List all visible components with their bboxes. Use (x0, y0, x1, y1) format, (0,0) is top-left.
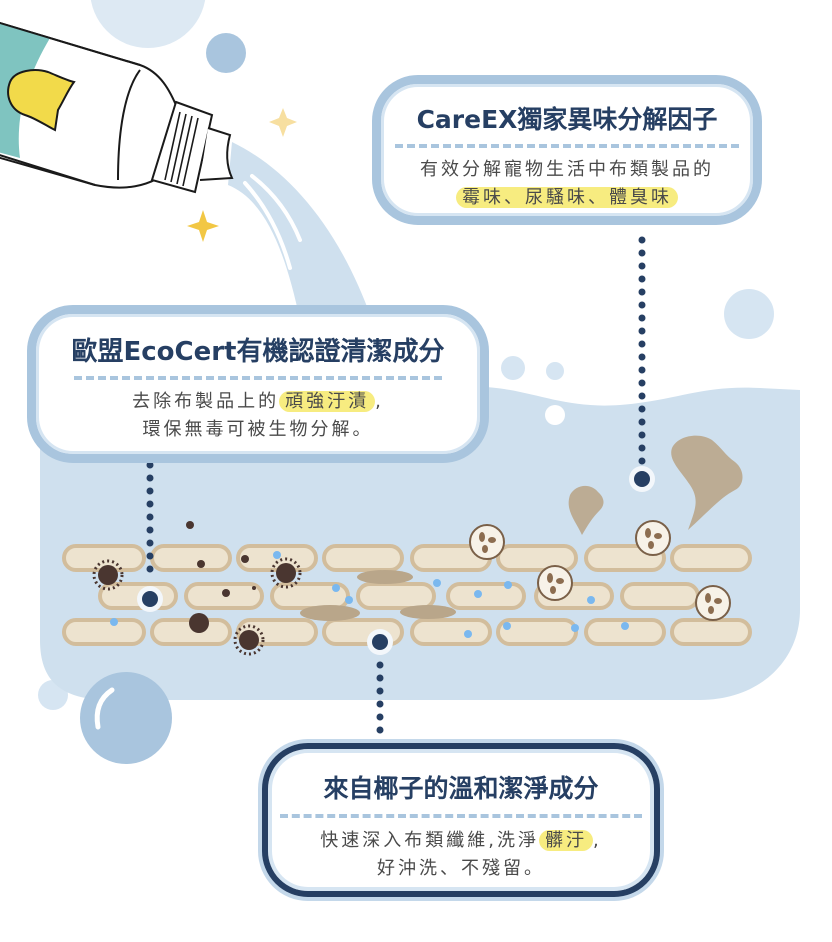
water-stream (228, 142, 372, 320)
text-suffix: , (375, 391, 384, 412)
callout-title: CareEX獨家異味分解因子 (416, 105, 718, 134)
callout-odor-factor: CareEX獨家異味分解因子 有效分解寵物生活中布類製品的 霉味、尿騷味、體臭味 (372, 75, 762, 225)
cleaning-agents (469, 520, 731, 621)
leader-endpoints (137, 466, 655, 655)
highlighted-text: 頑強汙漬 (279, 391, 376, 412)
callout-title: 來自椰子的溫和潔淨成分 (323, 774, 599, 803)
text-suffix: , (593, 830, 602, 851)
callout-text-line-1: 快速深入布類纖維,洗淨髒汙, (268, 827, 654, 855)
cleanser-tube (0, 21, 234, 194)
highlighted-text: 髒汙 (539, 830, 593, 851)
callout-text-line-1: 去除布製品上的頑強汙漬, (36, 388, 480, 416)
highlighted-text: 霉味、尿騷味、體臭味 (456, 187, 678, 208)
background-bubbles (38, 0, 774, 710)
text-prefix: 快速深入布類纖維,洗淨 (320, 830, 539, 851)
callout-coconut: 來自椰子的溫和潔淨成分 快速深入布類纖維,洗淨髒汙, 好沖洗、不殘留。 (262, 743, 660, 897)
dashed-divider (280, 814, 642, 818)
odor-clouds (568, 435, 743, 535)
leader-lines (146, 236, 646, 744)
stars (187, 108, 297, 242)
callout-ecocert: 歐盟EcoCert有機認證清潔成分 去除布製品上的頑強汙漬, 環保無毒可被生物分… (27, 305, 489, 463)
callout-text: 有效分解寵物生活中布類製品的 (420, 159, 714, 180)
dirt-stains (300, 570, 456, 621)
cleaning-droplets (110, 551, 629, 638)
text-prefix: 去除布製品上的 (132, 391, 280, 412)
bubble-large (80, 672, 172, 764)
callout-text-line-2: 好沖洗、不殘留。 (377, 858, 545, 879)
bubble-white (545, 405, 565, 425)
germs (92, 521, 302, 656)
dashed-divider (74, 376, 442, 380)
dashed-divider (395, 144, 739, 148)
callout-text-line-2: 環保無毒可被生物分解。 (142, 419, 374, 440)
callout-title: 歐盟EcoCert有機認證清潔成分 (71, 337, 445, 367)
